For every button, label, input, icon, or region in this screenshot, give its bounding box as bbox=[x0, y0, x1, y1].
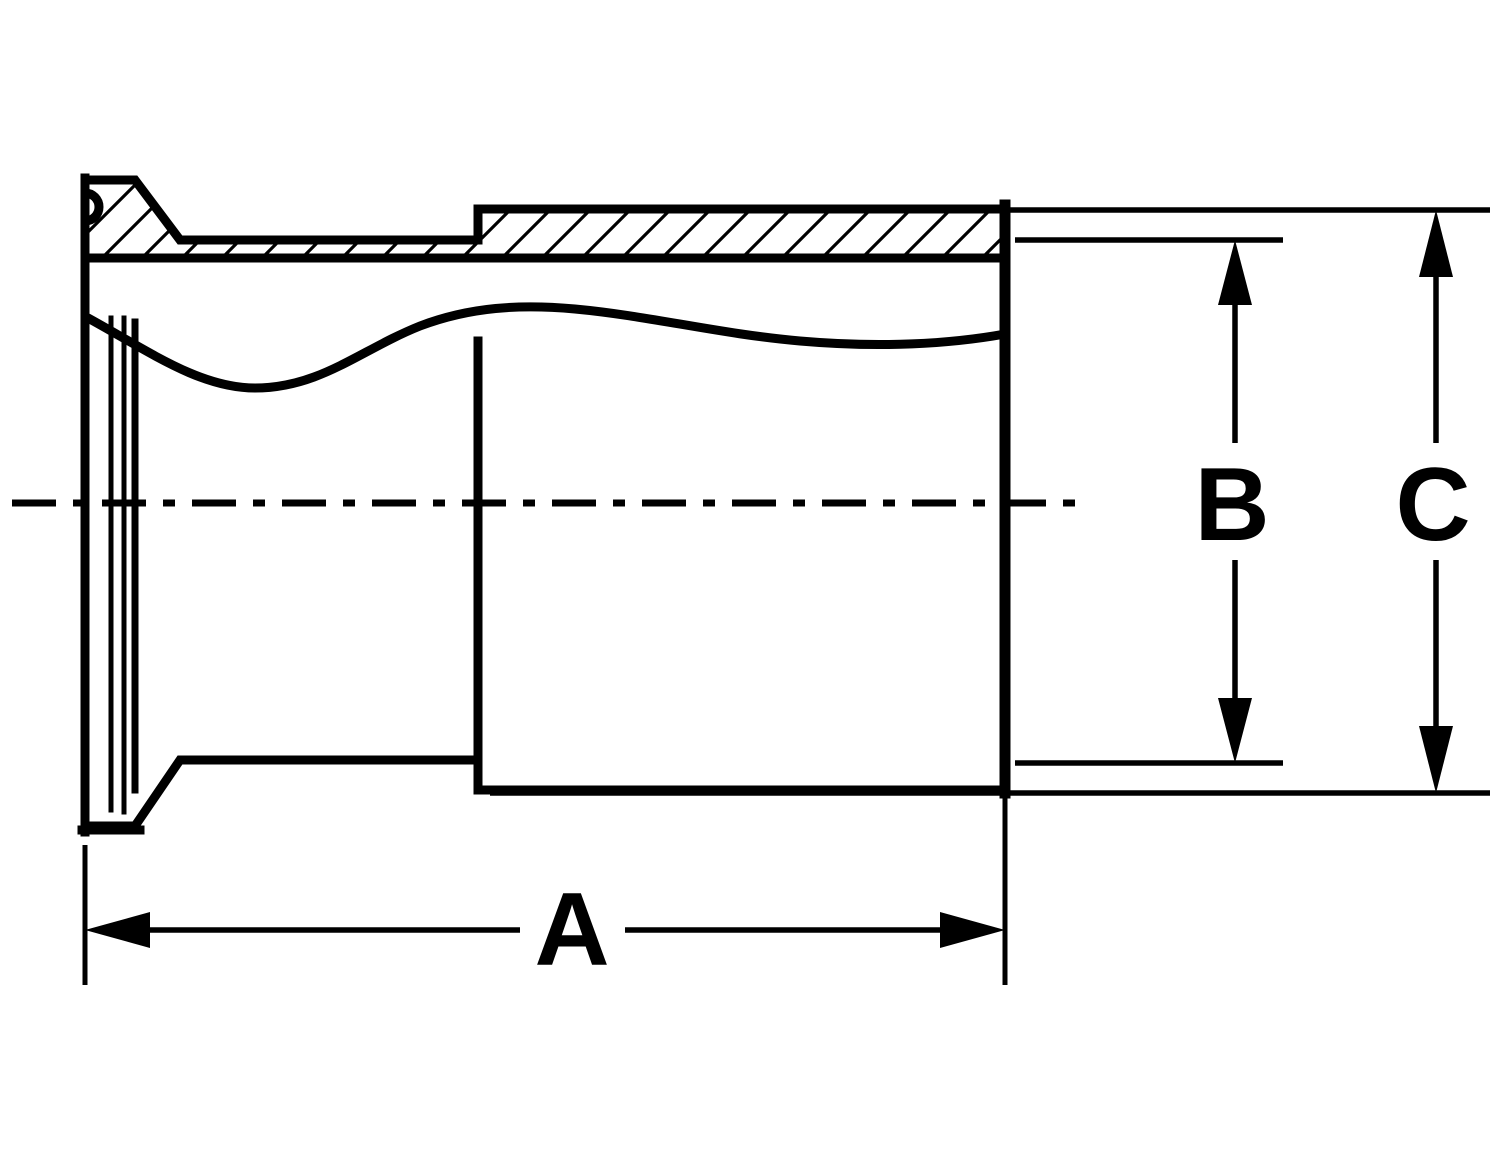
dimension-a: A bbox=[82, 793, 1008, 988]
break-line bbox=[83, 302, 1010, 393]
dimension-b: B bbox=[1015, 237, 1283, 766]
dim-c-label: C bbox=[1395, 447, 1470, 563]
dim-a-label: A bbox=[534, 872, 609, 988]
dim-b-label: B bbox=[1194, 447, 1269, 563]
section-hatching bbox=[85, 180, 1005, 258]
dimension-c: C bbox=[490, 207, 1490, 796]
gasket-groove-icon bbox=[84, 188, 104, 226]
